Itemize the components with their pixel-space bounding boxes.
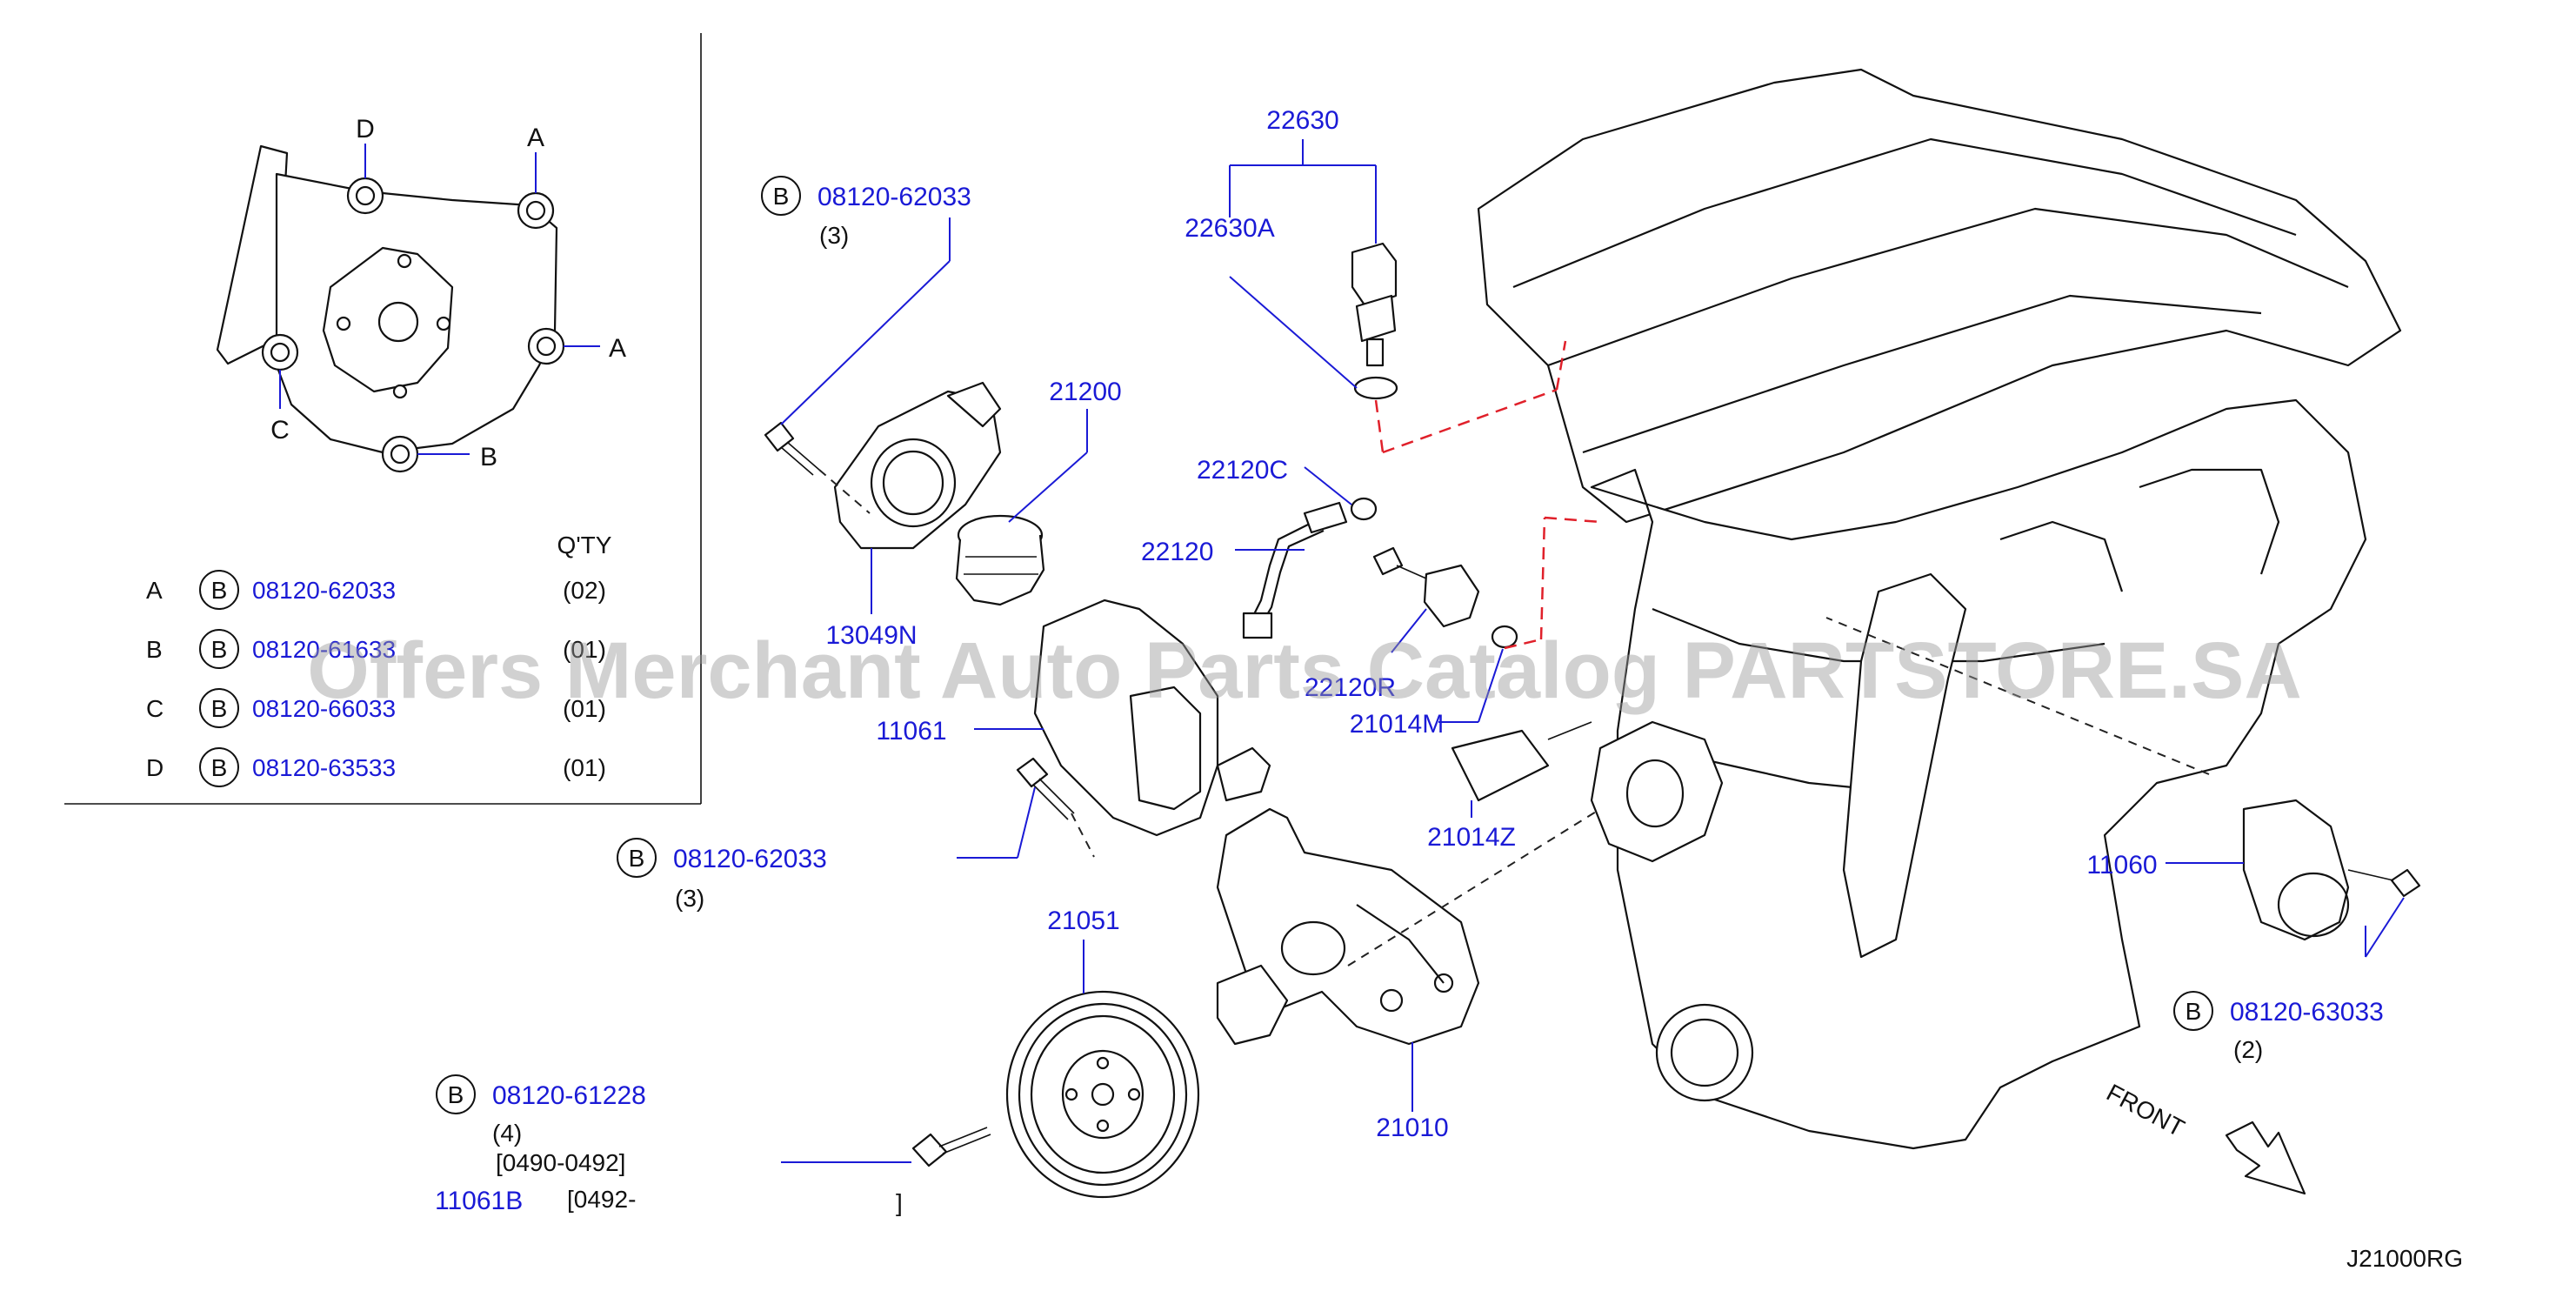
outlet-housing-drawing	[1033, 599, 1271, 837]
qty-row-letter: D	[146, 754, 164, 781]
bolt-part-number[interactable]: 08120-62033	[673, 845, 827, 873]
qty-row-qty: (01)	[563, 695, 606, 722]
qty-row-letter: A	[146, 577, 163, 604]
bolt-callout-right: B 08120-63033 (2)	[2173, 991, 2384, 1063]
bolt-qty: (3)	[819, 222, 849, 249]
qty-row-part-number[interactable]: 08120-63533	[252, 754, 396, 781]
callout-11060[interactable]: 11060	[2086, 851, 2157, 880]
callout-21014z[interactable]: 21014Z	[1427, 823, 1516, 852]
bolt-part-number[interactable]: 08120-62033	[818, 183, 971, 211]
bolt-part-number[interactable]: 08120-63033	[2230, 998, 2384, 1027]
sensor-22120r-drawing	[1372, 546, 1518, 649]
diagram-code: J21000RG	[2346, 1245, 2463, 1272]
bolt-top-drawing	[764, 421, 820, 476]
connection-lines	[818, 340, 2210, 967]
bolt-mid-drawing	[1016, 757, 1075, 820]
inset-label-d: D	[356, 115, 375, 144]
qty-row: B B 08120-61633 (01)	[146, 629, 606, 669]
callout-21014m[interactable]: 21014M	[1350, 710, 1444, 739]
front-label: FRONT	[2102, 1079, 2189, 1142]
inset-label-c: C	[270, 416, 290, 445]
pulley-drawing	[1005, 990, 1200, 1199]
callout-11061b[interactable]: 11061B	[435, 1187, 523, 1215]
bolt-pulley-drawing	[911, 1127, 991, 1167]
gasket-drawing	[1451, 721, 1592, 802]
callout-22630[interactable]: 22630	[1266, 106, 1338, 135]
bolt-qty: (2)	[2233, 1036, 2263, 1063]
b-circle-label: B	[773, 183, 790, 210]
sensor-22630-drawing	[1351, 242, 1398, 400]
front-arrow-icon	[2225, 1120, 2306, 1195]
bolt-part-number[interactable]: 08120-61228	[492, 1081, 646, 1110]
qty-row-qty: (01)	[563, 636, 606, 663]
bolt-date-range-close: ]	[896, 1189, 903, 1216]
inset-label-a-top: A	[527, 124, 544, 152]
bolt-qty: (3)	[675, 885, 704, 912]
callout-21200[interactable]: 21200	[1049, 378, 1121, 406]
engine-block-drawing	[1477, 68, 2402, 1150]
leader-lines	[780, 139, 2405, 1163]
b-circle-label: B	[211, 636, 228, 663]
inset-panel: D A A C B Q'TY A B 08120-62033 (02) B B …	[64, 33, 702, 805]
bolt-date-range: [0490-0492]	[496, 1149, 625, 1176]
callout-21010[interactable]: 21010	[1376, 1114, 1448, 1142]
qty-row-letter: B	[146, 636, 163, 663]
b-circle-label: B	[629, 845, 645, 872]
sensor-22120-drawing	[1242, 497, 1378, 639]
watermark: Offers Merchant Auto Parts Catalog PARTS…	[307, 626, 2302, 715]
thermostat-housing-drawing	[833, 381, 1002, 550]
qty-row-part-number[interactable]: 08120-62033	[252, 577, 396, 604]
qty-header: Q'TY	[557, 532, 612, 559]
front-indicator: FRONT	[2102, 1079, 2306, 1195]
bolt-qty: (4)	[492, 1120, 522, 1147]
water-pump-drawing	[1216, 807, 1480, 1046]
thermostat-drawing	[955, 514, 1045, 606]
b-circle-label: B	[448, 1081, 464, 1108]
qty-row-qty: (01)	[563, 754, 606, 781]
qty-row-qty: (02)	[563, 577, 606, 604]
qty-row-letter: C	[146, 695, 164, 722]
callout-22630a[interactable]: 22630A	[1185, 214, 1274, 243]
callout-11061[interactable]: 11061	[876, 717, 946, 746]
qty-row: A B 08120-62033 (02)	[146, 570, 606, 610]
inset-pump-housing-drawing	[216, 144, 565, 473]
outlet-11060-drawing	[2242, 799, 2421, 941]
b-circle-label: B	[211, 577, 228, 604]
inset-label-b: B	[480, 443, 497, 472]
inset-label-a-right: A	[609, 334, 626, 363]
qty-row-part-number[interactable]: 08120-66033	[252, 695, 396, 722]
qty-row: D B 08120-63533 (01)	[146, 747, 606, 787]
qty-row: C B 08120-66033 (01)	[146, 688, 606, 728]
callout-22120c[interactable]: 22120C	[1197, 456, 1288, 485]
bolt-callout-top: B 08120-62033 (3)	[761, 176, 971, 249]
b-circle-label: B	[211, 695, 228, 722]
qty-row-part-number[interactable]: 08120-61633	[252, 636, 396, 663]
bolt-date-range-open: [0492-	[567, 1186, 636, 1213]
callout-13049n[interactable]: 13049N	[825, 621, 917, 650]
callout-21051[interactable]: 21051	[1047, 906, 1119, 935]
b-circle-label: B	[2186, 998, 2202, 1025]
b-circle-label: B	[211, 754, 228, 781]
bolt-callout-mid: B 08120-62033 (3)	[617, 838, 827, 912]
bolt-callout-pulley: B 08120-61228 (4) [0490-0492] 11061B [04…	[435, 1074, 903, 1216]
callout-22120[interactable]: 22120	[1141, 538, 1213, 566]
callout-22120r[interactable]: 22120R	[1305, 673, 1396, 702]
